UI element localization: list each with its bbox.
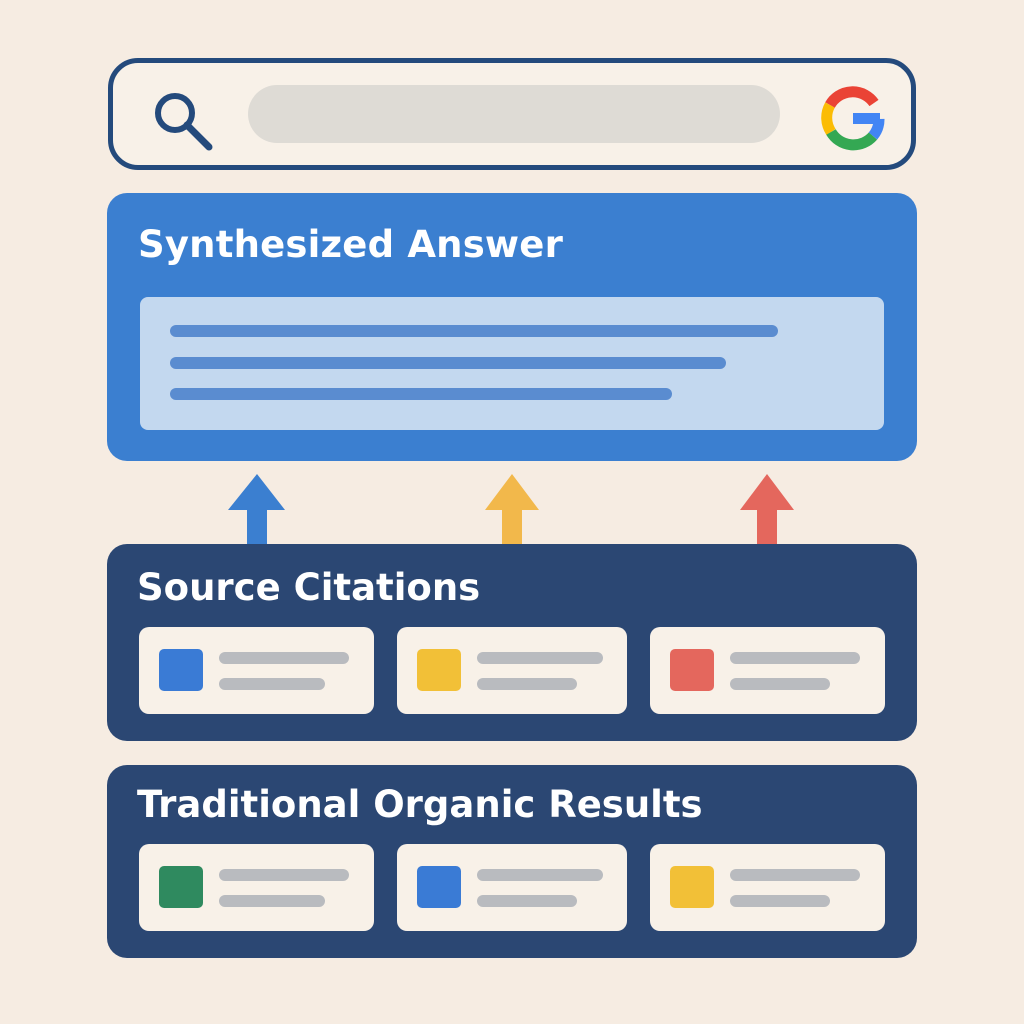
placeholder-line [730, 678, 830, 690]
source-thumbnail-icon [159, 649, 203, 691]
placeholder-line [219, 678, 325, 690]
synthesized-answer-card: Synthesized Answer [107, 193, 917, 461]
organic-results-panel: Traditional Organic Results [107, 765, 917, 958]
source-citations-panel: Source Citations [107, 544, 917, 741]
organic-title: Traditional Organic Results [137, 783, 703, 826]
citations-title: Source Citations [137, 566, 481, 609]
placeholder-line [730, 869, 860, 881]
answer-text-line [170, 388, 672, 400]
source-thumbnail-icon [417, 649, 461, 691]
placeholder-line [219, 895, 325, 907]
organic-result-card[interactable] [650, 844, 885, 931]
placeholder-line [477, 895, 577, 907]
placeholder-line [730, 895, 830, 907]
citation-card[interactable] [650, 627, 885, 714]
search-bar [108, 58, 916, 170]
citation-card[interactable] [397, 627, 627, 714]
result-thumbnail-icon [159, 866, 203, 908]
placeholder-line [477, 869, 603, 881]
arrow-up-icon [228, 474, 285, 546]
placeholder-line [219, 869, 349, 881]
answer-title: Synthesized Answer [138, 223, 564, 266]
placeholder-line [477, 652, 603, 664]
answer-text-block [140, 297, 884, 430]
placeholder-line [477, 678, 577, 690]
search-input[interactable] [248, 85, 780, 143]
organic-result-card[interactable] [139, 844, 374, 931]
result-thumbnail-icon [417, 866, 461, 908]
result-thumbnail-icon [670, 866, 714, 908]
citation-card[interactable] [139, 627, 374, 714]
source-thumbnail-icon [670, 649, 714, 691]
answer-text-line [170, 325, 778, 337]
placeholder-line [219, 652, 349, 664]
google-g-icon [821, 86, 885, 151]
answer-text-line [170, 357, 726, 369]
search-icon[interactable] [151, 89, 215, 153]
organic-result-card[interactable] [397, 844, 627, 931]
placeholder-line [730, 652, 860, 664]
